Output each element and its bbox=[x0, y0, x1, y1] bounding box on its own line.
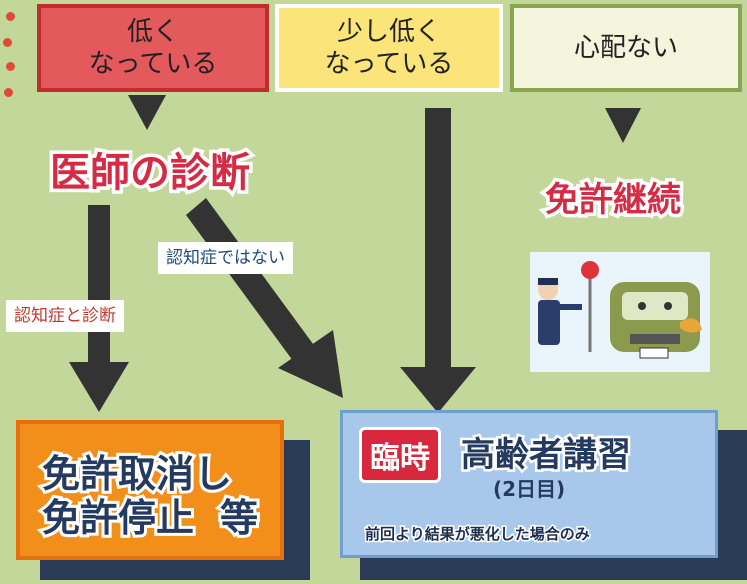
revoke-etc: 等 bbox=[217, 495, 261, 541]
revoke-line-1: 免許取消し bbox=[39, 451, 235, 497]
box-no-concern-label: 心配ない bbox=[573, 33, 678, 63]
revoke-line-2: 免許停止 bbox=[39, 495, 197, 541]
not-dementia-note: 認知症ではない bbox=[158, 242, 293, 274]
police-car-illustration bbox=[530, 252, 710, 372]
senior-lecture-box: 臨時 高齢者講習 (2日目) 前回より結果が悪化した場合のみ bbox=[340, 410, 718, 558]
decorative-dot bbox=[3, 38, 12, 47]
box-low-label: 低く なっている bbox=[88, 17, 218, 79]
box-somewhat-low: 少し低く なっている bbox=[275, 4, 503, 92]
arrow-low-to-diagnosis bbox=[128, 95, 166, 130]
arrow-ok-to-continue bbox=[605, 108, 641, 143]
lecture-condition-note: 前回より結果が悪化した場合のみ bbox=[364, 524, 592, 545]
box-no-concern: 心配ない bbox=[510, 4, 742, 92]
dementia-diagnosis-note: 認知症と診断 bbox=[6, 300, 124, 332]
arrow-somewhat-to-lecture bbox=[400, 108, 476, 413]
arrow-not-dementia-to-lecture bbox=[186, 198, 343, 398]
license-revoke-box: 免許取消し 免許停止 等 bbox=[16, 420, 284, 560]
senior-lecture-title: 高齢者講習 bbox=[459, 433, 634, 478]
decorative-dot bbox=[6, 12, 15, 21]
doctor-diagnosis-label: 医師の診断 bbox=[47, 147, 254, 200]
box-low: 低く なっている bbox=[37, 4, 269, 92]
decorative-dot bbox=[4, 88, 13, 97]
box-somewhat-low-label: 少し低く なっている bbox=[324, 17, 454, 79]
decorative-dot bbox=[6, 62, 15, 71]
temporary-badge: 臨時 bbox=[359, 427, 441, 483]
lecture-day-subtitle: (2日目) bbox=[493, 477, 566, 501]
license-continue-label: 免許継続 bbox=[542, 177, 685, 224]
